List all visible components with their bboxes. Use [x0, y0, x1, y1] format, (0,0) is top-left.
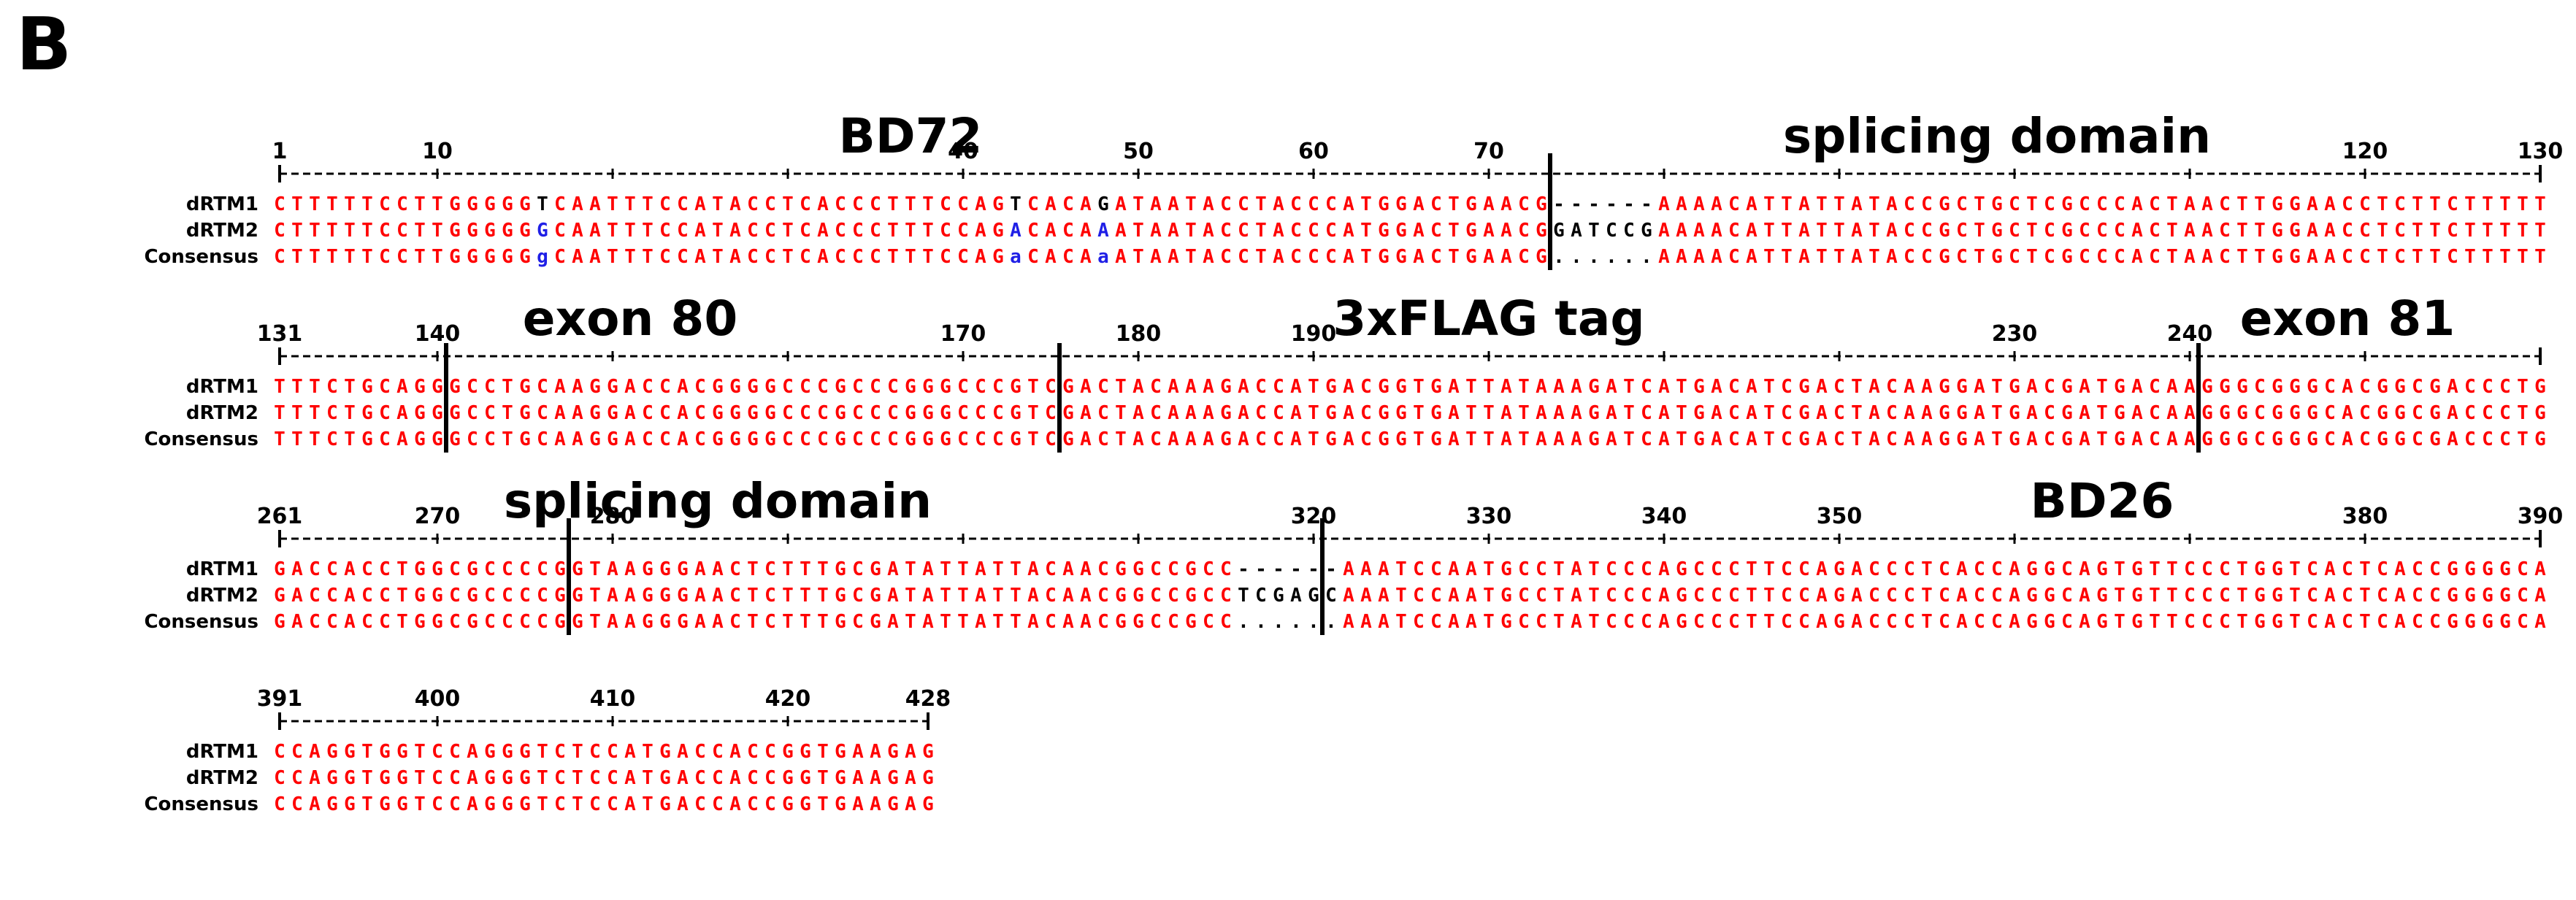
ruler-position-label: 130	[2517, 139, 2564, 164]
position-ruler	[278, 530, 2542, 547]
sequence-name-label: dRTM2	[185, 220, 258, 242]
feature-boundary-line	[444, 343, 448, 453]
sequence-name-label: dRTM1	[185, 376, 258, 398]
feature-label: exon 80	[522, 291, 738, 347]
feature-label: exon 81	[2239, 291, 2456, 347]
ruler-position-label: 140	[414, 321, 461, 347]
ruler-position-label: 340	[1641, 504, 1687, 529]
position-ruler	[278, 347, 2542, 365]
ruler-position-label: 400	[414, 686, 461, 712]
ruler-position-label: 240	[2166, 321, 2213, 347]
feature-label: splicing domain	[503, 473, 932, 529]
feature-boundary-line	[1548, 153, 1552, 270]
sequence-name-label: dRTM2	[185, 767, 258, 789]
ruler-position-label: 428	[905, 686, 951, 712]
feature-boundary-line	[2196, 343, 2201, 453]
sequence-name-label: dRTM1	[185, 558, 258, 580]
ruler-position-label: 391	[256, 686, 303, 712]
ruler-position-label: 40	[948, 139, 978, 164]
feature-boundary-line	[1057, 343, 1062, 453]
ruler-position-label: 350	[1816, 504, 1863, 529]
sequence-name-label: dRTM1	[185, 741, 258, 763]
ruler-position-label: 50	[1123, 139, 1154, 164]
feature-label: splicing domain	[1782, 108, 2212, 164]
ruler-position-label: 190	[1290, 321, 1337, 347]
sequence-name-label: Consensus	[144, 428, 258, 450]
ruler-position-label: 420	[764, 686, 811, 712]
ruler-position-label: 1	[272, 139, 288, 164]
feature-label: 3xFLAG tag	[1333, 291, 1645, 347]
ruler-position-label: 230	[1991, 321, 2038, 347]
ruler-position-label: 280	[589, 504, 636, 529]
sequence-name-label: Consensus	[144, 793, 258, 815]
position-ruler	[278, 165, 2542, 182]
ruler-position-label: 70	[1473, 139, 1504, 164]
position-ruler	[278, 712, 929, 730]
ruler-position-label: 380	[2342, 504, 2388, 529]
sequence-name-label: Consensus	[144, 611, 258, 633]
feature-boundary-line	[567, 518, 571, 635]
sequence-name-label: dRTM2	[185, 585, 258, 607]
sequence-name-label: dRTM2	[185, 402, 258, 424]
ruler-position-label: 170	[940, 321, 986, 347]
ruler-position-label: 60	[1298, 139, 1329, 164]
feature-label: BD26	[2030, 473, 2174, 529]
panel-letter: B	[16, 1, 72, 87]
ruler-position-label: 270	[414, 504, 461, 529]
sequence-name-label: dRTM1	[185, 193, 258, 215]
ruler-position-label: 320	[1290, 504, 1337, 529]
ruler-position-label: 120	[2342, 139, 2388, 164]
feature-label: BD72	[838, 108, 983, 164]
sequence-name-label: Consensus	[144, 246, 258, 268]
ruler-position-label: 10	[422, 139, 453, 164]
ruler-position-label: 131	[256, 321, 303, 347]
feature-boundary-line	[1320, 518, 1325, 635]
ruler-position-label: 410	[589, 686, 636, 712]
ruler-position-label: 330	[1465, 504, 1512, 529]
ruler-position-label: 390	[2517, 504, 2564, 529]
ruler-position-label: 261	[256, 504, 303, 529]
ruler-position-label: 180	[1115, 321, 1162, 347]
